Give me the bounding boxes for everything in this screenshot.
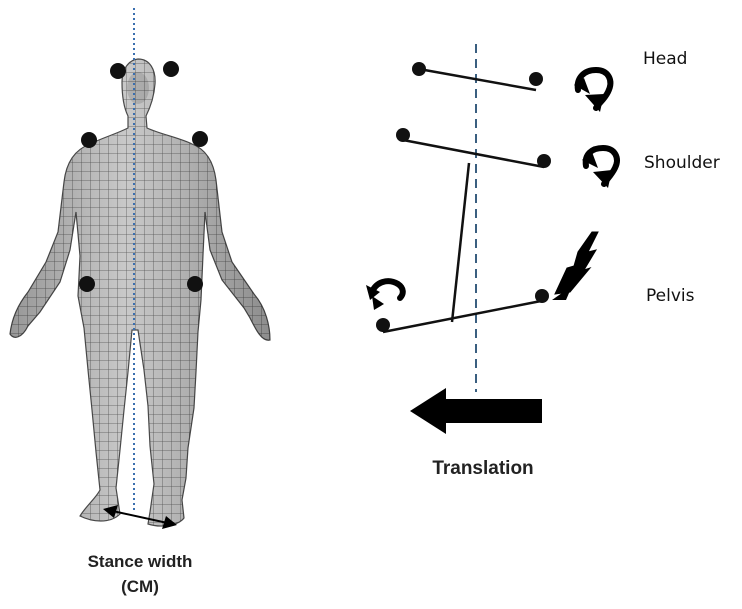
curved-rotation-arrow-icon [574, 70, 610, 112]
pelvis-marker-left [376, 318, 390, 332]
trunk-line [452, 163, 469, 322]
marker-pelvis-right [187, 276, 203, 292]
stance-width-label: Stance width [60, 552, 220, 572]
head-segment-line [419, 69, 536, 90]
marker-shoulder-right [192, 131, 208, 147]
zigzag-lateral-arrow-icon [552, 232, 598, 300]
shoulder-marker-right [537, 154, 551, 168]
face-shadow [127, 72, 149, 104]
marker-head-left [110, 63, 126, 79]
pelvis-label: Pelvis [646, 286, 694, 306]
left-arrow-icon [410, 388, 542, 434]
head-marker-right [529, 72, 543, 86]
marker-head-right [163, 61, 179, 77]
shoulder-segment-line [403, 140, 544, 167]
curved-rotation-arrow-icon [582, 148, 617, 188]
human-silhouette-shading [10, 59, 270, 526]
marker-pelvis-left [79, 276, 95, 292]
pelvis-segment-line [383, 301, 541, 332]
segment-diagram [366, 44, 617, 434]
human-mesh-figure [10, 8, 270, 529]
shoulder-label: Shoulder [644, 153, 720, 173]
curved-rotation-arrow-icon [366, 281, 403, 310]
pelvis-marker-right [535, 289, 549, 303]
head-label: Head [643, 49, 687, 69]
shoulder-marker-left [396, 128, 410, 142]
head-marker-left [412, 62, 426, 76]
cm-label: (CM) [100, 577, 180, 597]
marker-shoulder-left [81, 132, 97, 148]
translation-label: Translation [411, 458, 555, 480]
